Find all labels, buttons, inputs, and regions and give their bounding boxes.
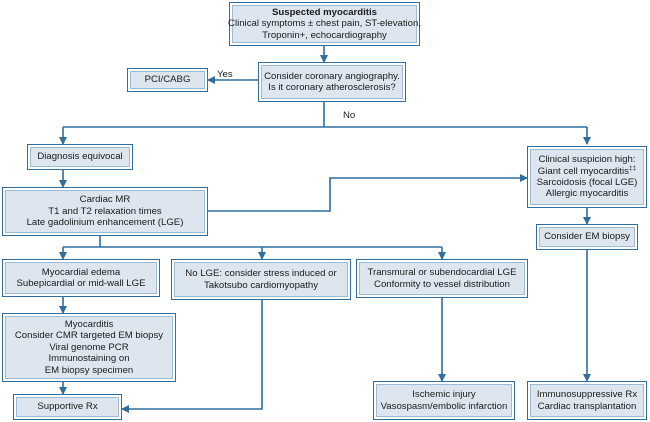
pci-label: PCI/CABG (144, 74, 191, 86)
transmural-line-2: Conformity to vessel distribution (374, 278, 510, 290)
cardiac-mr-line-2: T1 and T2 relaxation times (48, 205, 162, 217)
supportive-label: Supportive Rx (37, 401, 98, 413)
myocarditis-line-1: Myocarditis (64, 318, 114, 330)
no-lge-line-2: Takotsubo cardiomyopathy (203, 279, 319, 291)
suspected-title: Suspected myocarditis (271, 6, 378, 18)
suspicion-line-4: Allergic myocarditis (545, 188, 629, 200)
yes-label: Yes (217, 69, 233, 80)
myocarditis-line-3: Viral genome PCR (49, 341, 129, 353)
suspicion-line-3: Sarcoidosis (focal LGE) (536, 177, 638, 188)
equivocal-label: Diagnosis equivocal (37, 151, 123, 163)
no-lge-line-1: No LGE: consider stress induced or (185, 268, 337, 280)
box-consider-em-biopsy: Consider EM biopsy (536, 224, 638, 250)
box-coronary-angiography: Consider coronary angiography. Is it cor… (258, 62, 406, 102)
box-myocarditis: Myocarditis Consider CMR targeted EM bio… (2, 313, 176, 382)
box-cardiac-mr: Cardiac MR T1 and T2 relaxation times La… (2, 187, 208, 236)
immuno-line-1: Immunosuppressive Rx (536, 389, 638, 401)
immuno-line-2: Cardiac transplantation (537, 400, 637, 412)
edema-line-1: Myocardial edema (41, 266, 121, 278)
edema-line-2: Subepicardial or mid-wall LGE (16, 278, 146, 289)
suspicion-line-1: Clinical suspicion high: (538, 154, 636, 166)
box-myocardial-edema: Myocardial edema Subepicardial or mid-wa… (2, 259, 160, 297)
myocarditis-line-2: Consider CMR targeted EM biopsy (14, 330, 164, 342)
suspected-line-2: Troponin+, echocardiography (262, 29, 387, 41)
em-biopsy-label: Consider EM biopsy (544, 231, 630, 243)
box-clinical-suspicion-high: Clinical suspicion high: Giant cell myoc… (527, 146, 647, 208)
box-ischemic-injury: Ischemic injury Vasospasm/embolic infarc… (373, 381, 515, 420)
angiography-line-1: Consider coronary angiography. (264, 70, 400, 82)
ischemic-line-2: Vasospasm/embolic infarction (380, 400, 508, 412)
box-pci-cabg: PCI/CABG (127, 68, 208, 92)
footnote-mark: ‡‡ (628, 164, 637, 172)
box-immunosuppressive-rx: Immunosuppressive Rx Cardiac transplanta… (527, 381, 647, 420)
suspicion-line-2: Giant cell myocarditis‡‡ (537, 164, 637, 177)
myocarditis-line-5: EM biopsy specimen (44, 364, 134, 376)
suspected-line-1: Clinical symptoms ± chest pain, ST-eleva… (228, 18, 421, 30)
cardiac-mr-line-1: Cardiac MR (79, 194, 131, 206)
box-diagnosis-equivocal: Diagnosis equivocal (27, 144, 133, 170)
myocarditis-line-4: Immunostaining on (48, 353, 130, 365)
box-supportive-rx: Supportive Rx (13, 394, 122, 420)
box-suspected-myocarditis: Suspected myocarditis Clinical symptoms … (228, 2, 421, 46)
suspicion-giant-cell: Giant cell myocarditis (537, 165, 629, 177)
box-transmural-lge: Transmural or subendocardial LGE Conform… (356, 259, 528, 298)
transmural-line-1: Transmural or subendocardial LGE (367, 267, 517, 279)
cardiac-mr-line-3: Late gadolinium enhancement (LGE) (26, 217, 184, 229)
ischemic-line-1: Ischemic injury (412, 389, 476, 401)
no-label: No (343, 110, 356, 121)
angiography-line-2: Is it coronary atherosclerosis? (268, 82, 396, 93)
box-no-lge: No LGE: consider stress induced or Takot… (171, 259, 351, 300)
